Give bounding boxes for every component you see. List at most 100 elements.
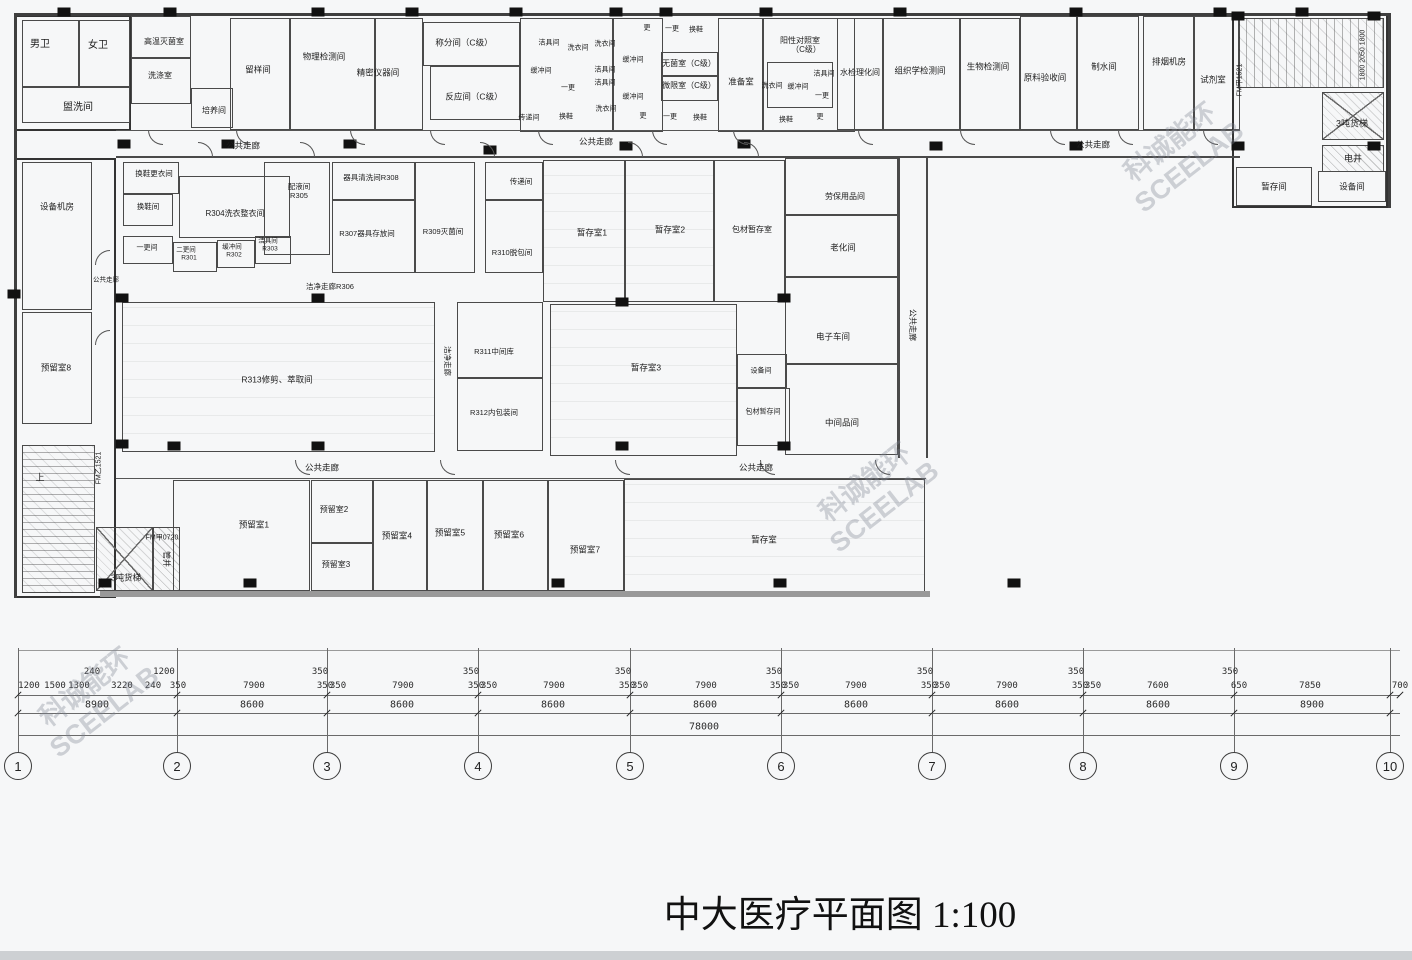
room-box [1077, 16, 1139, 130]
dim-span-value: 8900 [84, 699, 110, 711]
column-marker [343, 139, 357, 149]
room-label: 二更间 [176, 246, 196, 254]
room-label: R310脱包间 [491, 248, 533, 258]
room-label: 预留室8 [40, 362, 72, 373]
room-label: 预留室2 [319, 504, 349, 514]
dim-span-value: 8600 [692, 699, 718, 711]
column-marker [1231, 11, 1245, 21]
room-box [123, 194, 173, 226]
column-marker [7, 289, 21, 299]
dim-value: 350 [769, 681, 787, 691]
column-marker [773, 578, 787, 588]
dim-value: 350 [329, 681, 347, 691]
room-label: R311中间库 [474, 347, 514, 357]
room-label: （C级） [791, 44, 821, 54]
room-label: 公共走廊 [1075, 139, 1111, 150]
room-box [173, 242, 217, 272]
room-box [785, 158, 898, 215]
column-marker [311, 7, 325, 17]
column-marker [609, 7, 623, 17]
door-arc-icon [198, 142, 213, 157]
dim-value: 350 [1084, 681, 1102, 691]
dim-value: 350 [614, 667, 632, 677]
dim-value: 350 [316, 681, 334, 691]
column-marker [659, 7, 673, 17]
column-marker [509, 7, 523, 17]
room-label: 换鞋 [689, 26, 703, 34]
wall-line [116, 478, 926, 479]
column-marker [615, 297, 629, 307]
room-label: 1800 2050 1800 [1359, 29, 1367, 81]
room-label: 电井 [1343, 153, 1363, 164]
room-box [1236, 167, 1312, 206]
door-arc-icon [960, 130, 975, 145]
column-marker [893, 7, 907, 17]
room-label: 公共走廊 [93, 276, 119, 284]
room-box [1238, 18, 1384, 88]
dim-value: 7900 [695, 681, 717, 691]
column-marker [117, 139, 131, 149]
column-marker [551, 578, 565, 588]
room-box [415, 162, 475, 273]
grid-bubble: 3 [313, 752, 341, 780]
room-label: R302 [226, 251, 242, 259]
dim-value: 7600 [1147, 681, 1169, 691]
dim-value: 350 [765, 667, 783, 677]
column-marker [929, 141, 943, 151]
room-label: 预留室7 [569, 544, 601, 555]
room-box [423, 22, 520, 66]
grid-line [630, 648, 631, 756]
door-arc-icon [430, 130, 445, 145]
room-label: 原料验收间 [1023, 72, 1067, 83]
room-box [22, 87, 130, 123]
room-label: 更 [643, 24, 651, 32]
dim-line [18, 713, 1400, 714]
door-arc-icon [440, 460, 455, 475]
room-label: 公共走廊 [908, 309, 918, 341]
dim-value: 240 [144, 681, 162, 691]
room-box [79, 20, 130, 87]
room-box [217, 240, 255, 268]
column-marker [1367, 11, 1381, 21]
room-box [230, 18, 290, 130]
room-box [837, 18, 883, 130]
wall-line [14, 13, 17, 598]
room-label: 洁具间 [813, 70, 835, 78]
room-box [714, 160, 785, 302]
drawing-title: 中大医疗平面图 1:100 [663, 895, 1017, 936]
dim-value: 350 [916, 667, 934, 677]
room-label: 换鞋 [779, 116, 793, 124]
door-arc-icon [744, 142, 759, 157]
column-marker [311, 293, 325, 303]
room-label: 准备室 [728, 76, 754, 87]
room-box [311, 543, 373, 591]
room-label: 暂存室 [751, 534, 777, 545]
room-label: FM甲0720 [145, 534, 179, 542]
column-marker [1069, 141, 1083, 151]
room-label: 女卫 [88, 39, 108, 51]
room-box [375, 18, 423, 130]
dim-value: 7900 [392, 681, 414, 691]
room-label: 缓冲间 [530, 67, 552, 75]
room-label: 暂存室1 [576, 227, 608, 238]
room-box [179, 176, 290, 238]
room-box [131, 58, 191, 104]
dim-span-value: 8600 [843, 699, 869, 711]
room-label: 中间品间 [824, 417, 860, 428]
room-label: 一更间 [136, 244, 158, 252]
room-box [173, 480, 310, 591]
room-label: R303 [262, 245, 278, 253]
room-label: R313修剪、萃取间 [241, 374, 313, 385]
room-box [960, 18, 1020, 130]
room-label: 试剂室 [1200, 74, 1226, 85]
room-box [785, 364, 898, 455]
dim-value: 650 [1230, 681, 1248, 691]
room-label: 换鞋 [559, 113, 573, 121]
wall-line [898, 158, 900, 458]
dim-value: 1200 [18, 681, 40, 691]
room-label: 洁具间 [594, 79, 616, 87]
room-box [1194, 16, 1240, 130]
room-box [485, 200, 543, 273]
room-label: 微限室（C级） [662, 80, 716, 90]
